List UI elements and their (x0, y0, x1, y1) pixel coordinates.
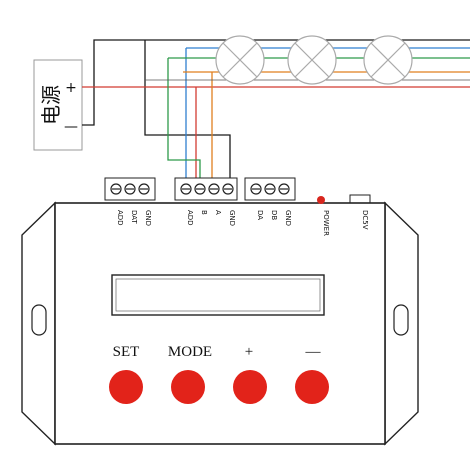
power-supply-label: 电源 (39, 85, 63, 125)
wire-green-drop (167, 58, 201, 180)
terminal-labels: ADD DAT GND ADD B A GND DA DB GND POWER … (116, 210, 369, 236)
label-left-dat: DAT (130, 210, 138, 225)
led-module-2 (287, 35, 337, 85)
mode-label: MODE (168, 344, 212, 360)
label-left-gnd: GND (144, 210, 152, 226)
terminal-middle (174, 177, 238, 201)
label-mid-b: B (200, 210, 208, 215)
minus-label: — (305, 344, 322, 360)
label-left-add: ADD (116, 210, 124, 226)
mode-button[interactable] (171, 370, 205, 404)
dc-jack (349, 194, 371, 204)
label-dc5v: DC5V (361, 210, 369, 230)
set-label: SET (113, 344, 140, 360)
label-mid-a: A (214, 210, 222, 215)
label-right-da: DA (256, 210, 264, 220)
power-plus-sign: + (65, 80, 77, 96)
power-minus-sign: — (64, 119, 78, 135)
set-button[interactable] (109, 370, 143, 404)
label-right-db: DB (270, 210, 278, 220)
label-mid-gnd: GND (228, 210, 236, 226)
lcd-screen (111, 274, 325, 316)
wire-neg-top (82, 39, 470, 126)
led-modules (215, 35, 413, 85)
label-mid-add: ADD (186, 210, 194, 226)
plus-label: + (245, 344, 253, 360)
led-module-3 (363, 35, 413, 85)
minus-button[interactable] (295, 370, 329, 404)
label-power: POWER (322, 210, 330, 236)
led-module-1 (215, 35, 265, 85)
terminal-left (104, 177, 156, 201)
plus-button[interactable] (233, 370, 267, 404)
power-led (317, 196, 325, 204)
controller-body (21, 201, 419, 446)
label-right-gnd: GND (284, 210, 292, 226)
terminal-right (244, 177, 296, 201)
power-supply-box (33, 59, 83, 151)
